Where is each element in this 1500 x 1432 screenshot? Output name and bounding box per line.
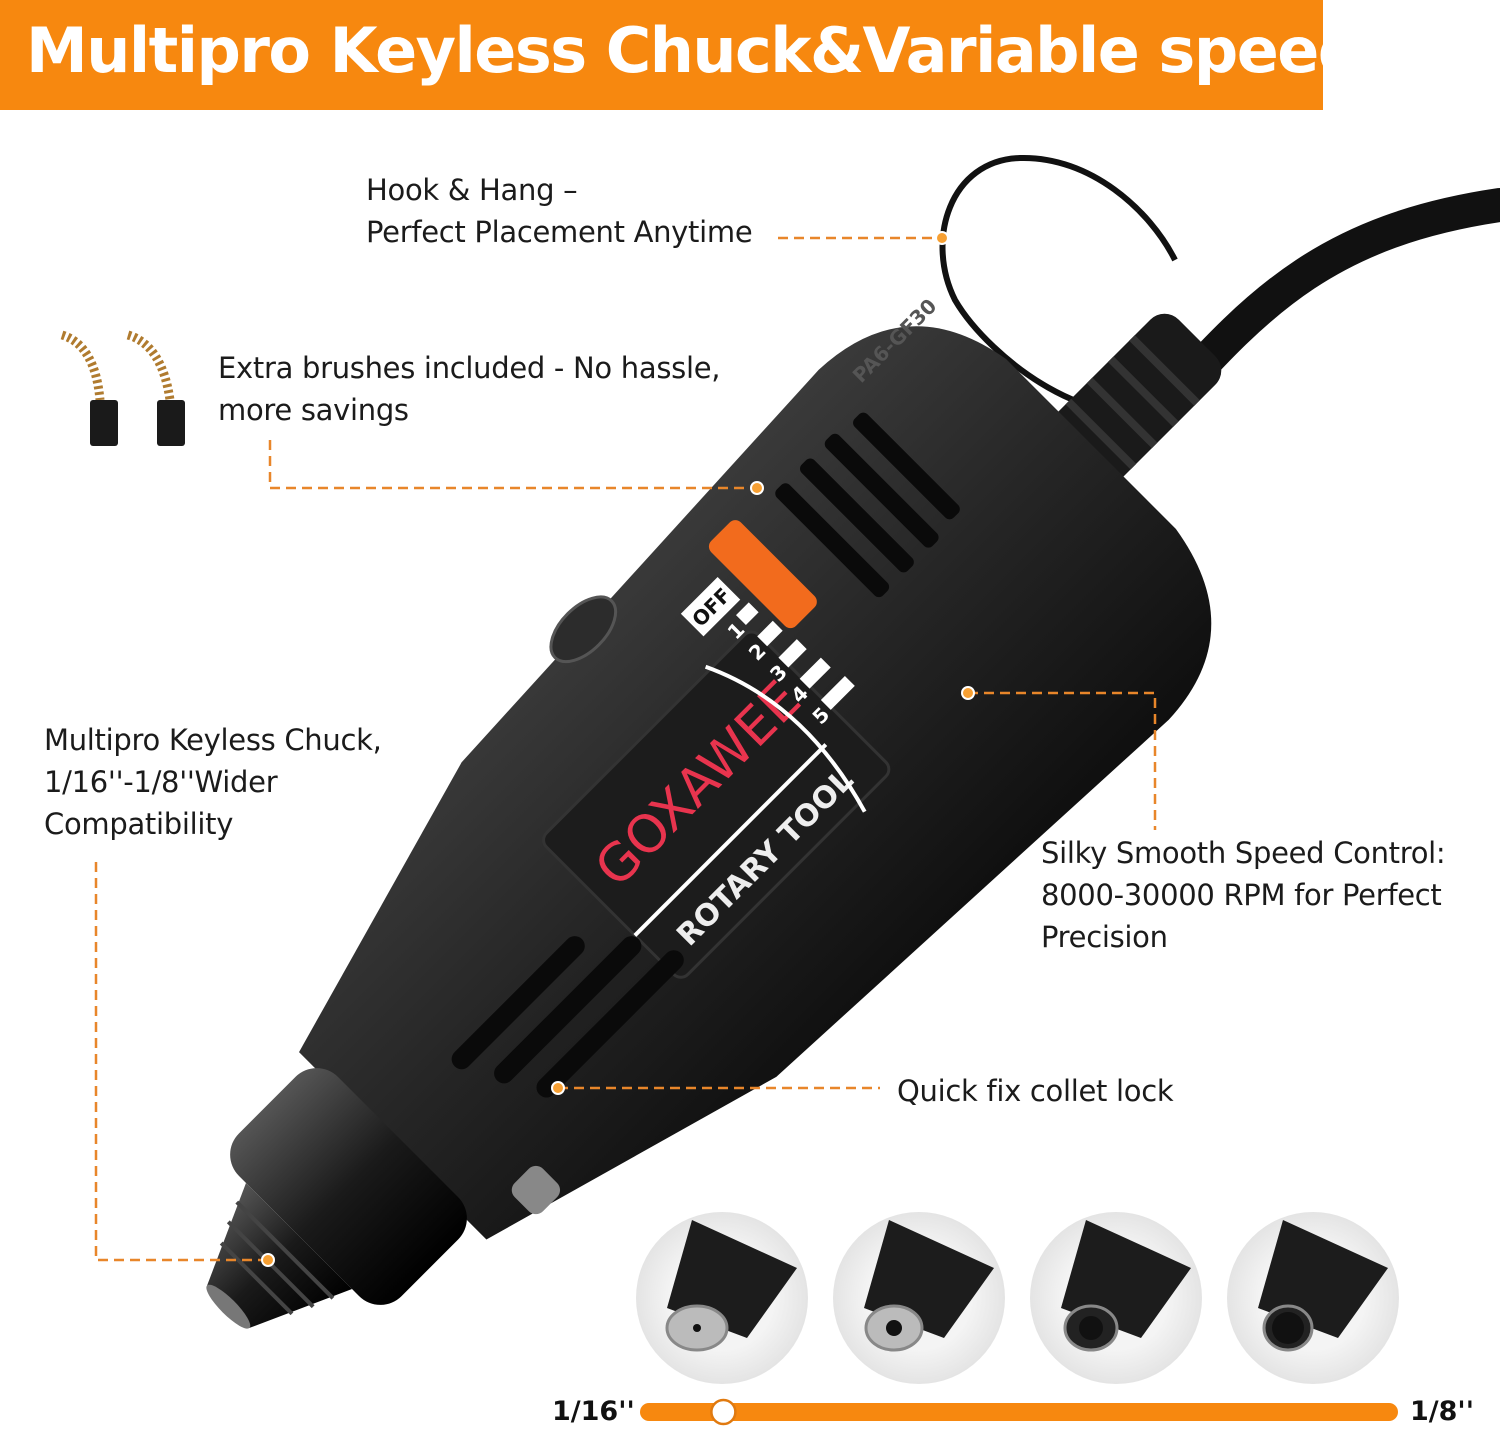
chuck-leader bbox=[94, 862, 268, 1262]
brushes-line2: more savings bbox=[218, 393, 409, 427]
carbon-brushes-icon bbox=[60, 330, 185, 446]
hook-line2: Perfect Placement Anytime bbox=[366, 215, 753, 249]
size-slider-knob[interactable] bbox=[710, 1398, 737, 1426]
chuck-line3: Compatibility bbox=[44, 807, 234, 841]
speed-line1: Silky Smooth Speed Control: bbox=[1041, 836, 1446, 870]
collet-line1: Quick fix collet lock bbox=[897, 1074, 1174, 1108]
brushes-leader bbox=[268, 440, 757, 490]
brushes-line1: Extra brushes included - No hassle, bbox=[218, 351, 721, 385]
chuck-closeup-4 bbox=[1227, 1212, 1399, 1384]
chuck-line1: Multipro Keyless Chuck, bbox=[44, 723, 382, 757]
size-slider-track[interactable] bbox=[640, 1403, 1398, 1421]
hanging-loop bbox=[939, 154, 1178, 414]
speed-switch bbox=[708, 520, 817, 629]
collet-lock-button bbox=[511, 1165, 561, 1215]
chuck-closeup-1 bbox=[636, 1212, 808, 1384]
brushes-callout: Extra brushes included - No hassle, more… bbox=[218, 347, 720, 431]
speed-line2: 8000-30000 RPM for Perfect bbox=[1041, 878, 1442, 912]
chuck-closeup-2 bbox=[833, 1212, 1005, 1384]
page-title: Multipro Keyless Chuck&Variable speed bbox=[26, 14, 1362, 87]
hook-callout: Hook & Hang – Perfect Placement Anytime bbox=[366, 169, 753, 253]
hook-line1: Hook & Hang – bbox=[366, 173, 578, 207]
slider-min-label: 1/16'' bbox=[552, 1396, 635, 1427]
chuck-closeup-3 bbox=[1030, 1212, 1202, 1384]
chuck-line2: 1/16''-1/8''Wider bbox=[44, 765, 278, 799]
rotary-tool: PA6-GF30 GOXAWEE ROTARY TOOL OFF 1 2 3 4… bbox=[206, 294, 1222, 1329]
slider-max-label: 1/8'' bbox=[1410, 1396, 1474, 1427]
speed-line3: Precision bbox=[1041, 920, 1168, 954]
speed-callout: Silky Smooth Speed Control: 8000-30000 R… bbox=[1041, 832, 1446, 958]
title-banner: Multipro Keyless Chuck&Variable speed bbox=[0, 0, 1362, 110]
speed-leader bbox=[968, 691, 1157, 830]
chuck-callout: Multipro Keyless Chuck, 1/16''-1/8''Wide… bbox=[44, 719, 382, 845]
collet-callout: Quick fix collet lock bbox=[897, 1070, 1174, 1112]
